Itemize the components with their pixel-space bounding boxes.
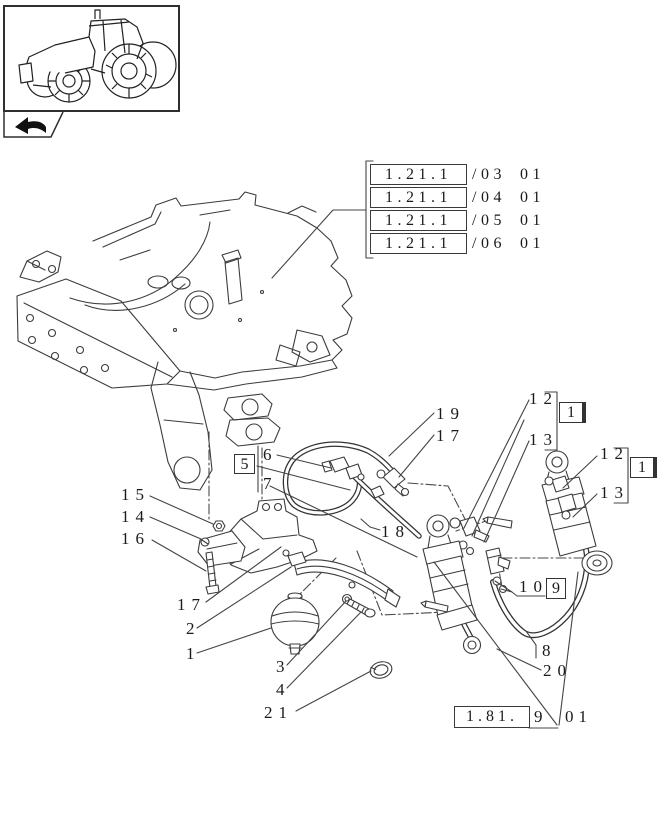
part-fitting-6 (321, 456, 365, 481)
part-accumulator-1 (270, 592, 320, 655)
part-hose-18 (282, 441, 422, 539)
part-bolt-3-washer-4 (341, 593, 376, 618)
callout-leader-lines (149, 160, 629, 729)
callout-14: 14 (121, 507, 150, 526)
callout-5-boxed: 5 (234, 454, 255, 474)
tractor-line-art-icon (18, 9, 177, 103)
callout-15: 15 (121, 485, 150, 504)
section-page: 01 (519, 188, 545, 206)
callout-17-lower: 17 (177, 595, 206, 614)
back-arrow-tab[interactable] (3, 112, 65, 138)
section-ref-row[interactable]: 1.21.1/04 01 (370, 187, 545, 208)
callout-17-upper: 17 (436, 426, 465, 445)
section-variant: /06 (472, 234, 506, 252)
section-ref-row[interactable]: 1.21.1/05 01 (370, 210, 545, 231)
bottom-section-code[interactable]: 1.81. (454, 706, 530, 728)
callout-1-boxed-left: 1 (559, 402, 586, 423)
section-page: 01 (519, 211, 545, 229)
callout-21: 21 (264, 703, 293, 722)
callout-9-boxed: 9 (546, 578, 566, 599)
callout-12-left: 12 (529, 389, 558, 408)
callout-7: 7 (263, 474, 272, 493)
callout-8: 8 (542, 641, 551, 660)
bottom-section-variant: 9 (534, 707, 543, 726)
section-ref-table: 1.21.1/03 01 1.21.1/04 01 1.21.1/05 01 1.21… (370, 164, 545, 256)
section-code[interactable]: 1.21.1 (370, 187, 467, 208)
section-code[interactable]: 1.21.1 (370, 164, 467, 185)
part-nut-15 (212, 520, 226, 532)
part-cylinder-right (482, 450, 613, 576)
callout-10: 10 (519, 577, 548, 596)
part-clamp-2 (282, 549, 401, 608)
callout-16: 16 (121, 529, 150, 548)
tractor-thumbnail[interactable] (3, 5, 180, 112)
callout-12-right: 12 (600, 444, 629, 463)
section-code[interactable]: 1.21.1 (370, 210, 467, 231)
section-code[interactable]: 1.21.1 (370, 233, 467, 254)
section-page: 01 (519, 234, 545, 252)
callout-4: 4 (276, 680, 285, 699)
section-variant: /04 (472, 188, 506, 206)
callout-13-right: 13 (600, 483, 629, 502)
part-front-axle-frame (16, 191, 353, 491)
callout-20: 20 (543, 661, 572, 680)
section-page: 01 (519, 165, 545, 183)
part-hose-8 (490, 516, 591, 639)
callout-19: 19 (436, 404, 465, 423)
part-tee-fitting-19-17 (370, 467, 410, 499)
section-variant: /03 (472, 165, 506, 183)
back-arrow-icon (15, 117, 46, 134)
part-ring-clamp-21 (369, 661, 393, 679)
callout-1: 1 (186, 644, 195, 663)
callout-2: 2 (186, 619, 195, 638)
part-bolt-16 (205, 551, 220, 595)
part-tee-fitting-9-10 (485, 547, 511, 594)
bottom-section-page: 01 (565, 707, 592, 726)
part-cylinder-left (420, 514, 478, 631)
callout-1-boxed-right: 1 (630, 457, 657, 478)
section-ref-row[interactable]: 1.21.1/03 01 (370, 164, 545, 185)
callout-3: 3 (276, 657, 285, 676)
callout-6: 6 (263, 445, 272, 464)
callout-13-left: 13 (529, 430, 558, 449)
section-ref-row[interactable]: 1.21.1/06 01 (370, 233, 545, 254)
section-variant: /05 (472, 211, 506, 229)
callout-18: 18 (381, 522, 410, 541)
